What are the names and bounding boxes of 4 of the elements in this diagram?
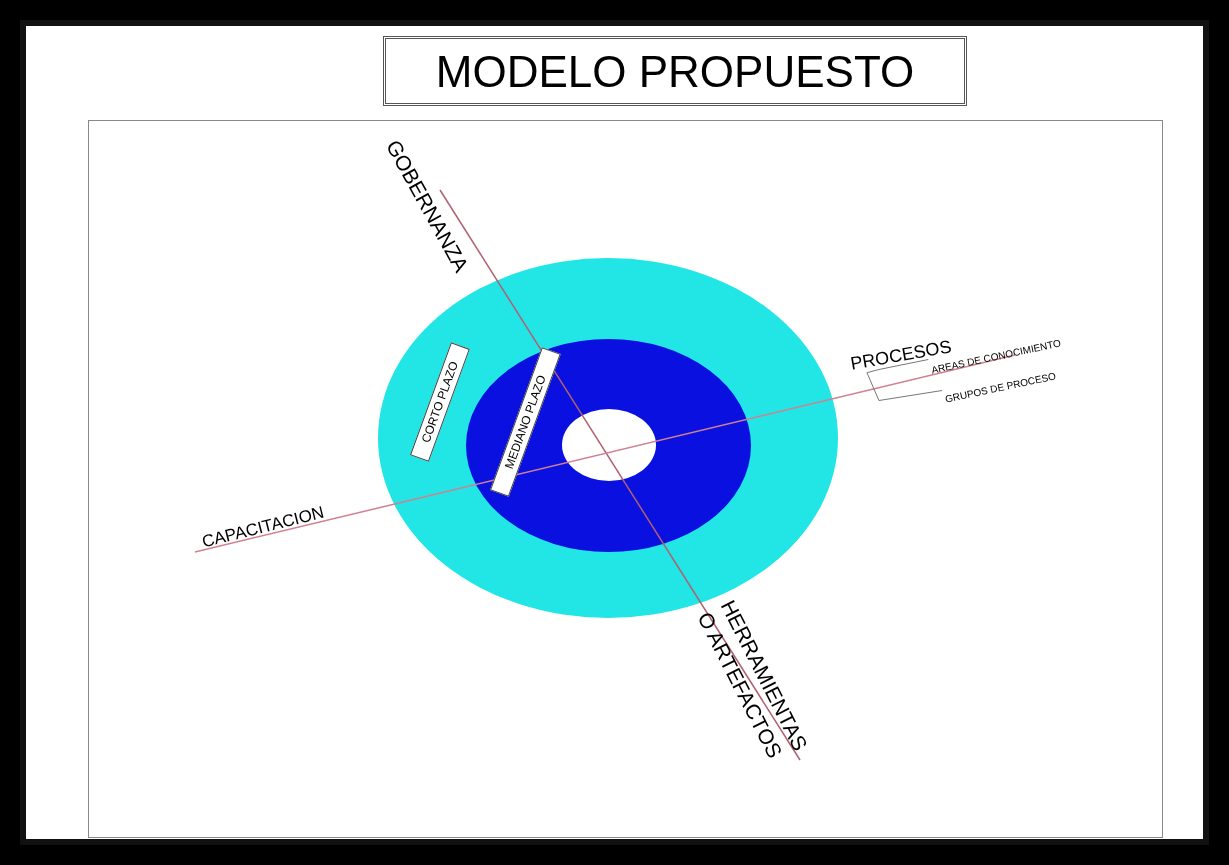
sub-item-label: GRUPOS DE PROCESO bbox=[944, 370, 1057, 405]
bracket-line bbox=[866, 372, 943, 401]
bracket-line bbox=[866, 359, 929, 374]
title: MODELO PROPUESTO bbox=[383, 36, 967, 106]
